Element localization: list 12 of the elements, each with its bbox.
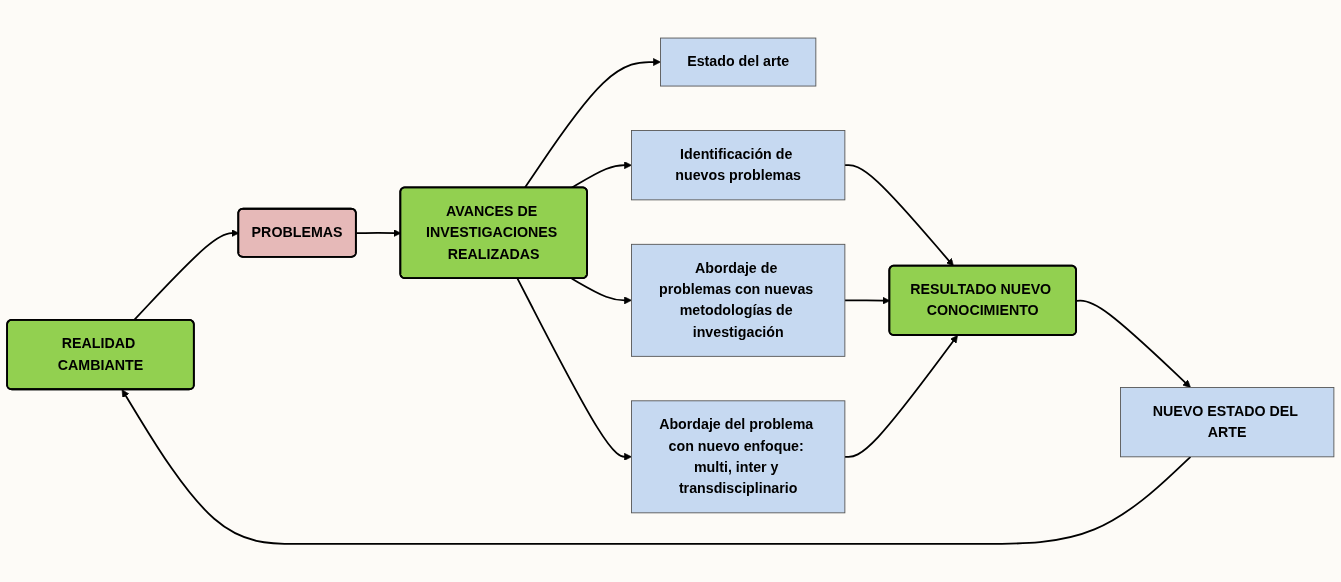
arrow bbox=[121, 389, 1192, 545]
arrow bbox=[570, 277, 632, 305]
node-box: Identificación de nuevos problemas bbox=[631, 130, 846, 201]
arrow bbox=[844, 335, 958, 458]
node-box: Abordaje de problemas con nuevas metodologías de investigación bbox=[631, 243, 846, 357]
node-box: NUEVO ESTADO DEL ARTE bbox=[1120, 387, 1335, 458]
node-box: Estado del arte bbox=[660, 37, 817, 87]
arrow bbox=[844, 164, 954, 267]
arrow bbox=[516, 277, 632, 461]
arrow bbox=[570, 161, 632, 189]
node-box: Abordaje del problema con nuevo enfoque: multi, inter y transdisciplinario bbox=[631, 400, 846, 514]
arrow bbox=[523, 58, 661, 189]
